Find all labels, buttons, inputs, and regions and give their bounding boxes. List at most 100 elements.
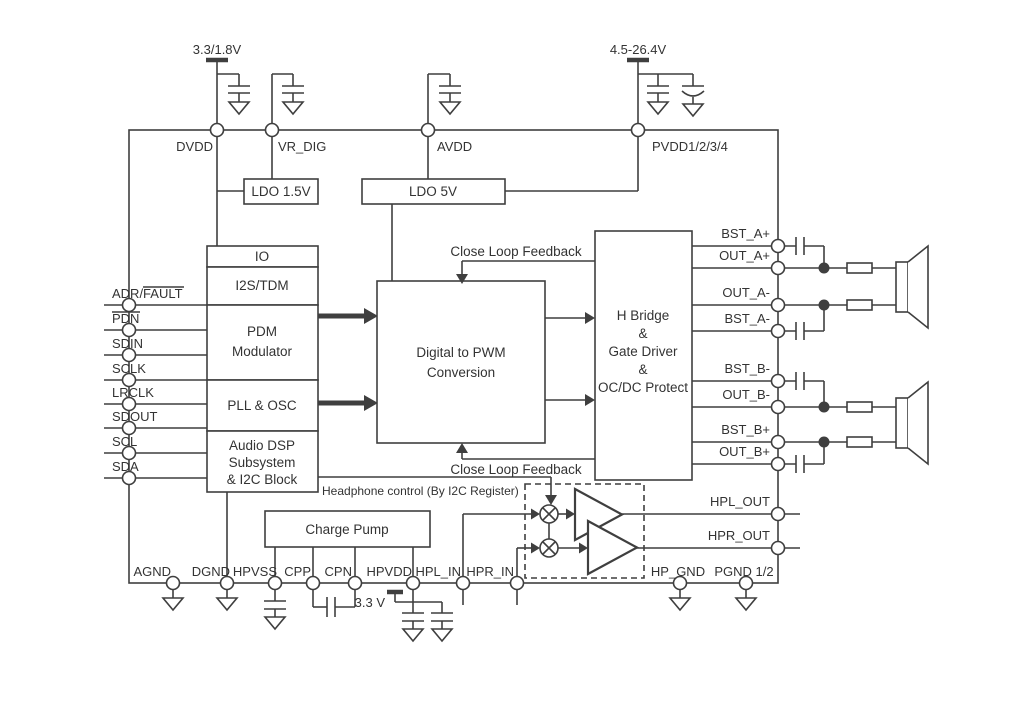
top-pin-circles — [209, 122, 646, 138]
capacitor-icon — [647, 85, 669, 94]
pin-label-cpp: CPP — [284, 564, 311, 579]
hp-amp-dashed-box — [524, 483, 645, 579]
pin-label-hpr-in: HPR_IN — [466, 564, 514, 579]
resistor-icon — [846, 436, 873, 448]
speaker-icon — [907, 380, 929, 466]
ground-icon — [227, 101, 251, 116]
cpp-cpn-flycap — [312, 589, 356, 617]
resistor-icon — [846, 401, 873, 413]
pin-label-scl: SCL — [112, 434, 137, 449]
pin-label-avdd: AVDD — [437, 139, 472, 154]
pin-label-hpvss: HPVSS — [233, 564, 277, 579]
digital-supply-rail — [206, 57, 251, 130]
bootstrap-cap-b-minus — [795, 372, 825, 407]
dsp-block-label-1: Audio DSP — [229, 438, 295, 453]
ground-icon — [668, 597, 692, 612]
feedback-top-label: Close Loop Feedback — [450, 244, 582, 259]
ground-icon — [646, 101, 670, 116]
pin-label-cpn: CPN — [325, 564, 352, 579]
pwm-output-arrows — [545, 312, 595, 406]
pin-label-out-b-minus: OUT_B- — [722, 387, 770, 402]
avdd-decoupling — [427, 73, 462, 130]
arrow-icon — [585, 394, 595, 406]
bootstrap-cap-a-plus — [795, 237, 825, 268]
arrow-icon — [545, 495, 557, 505]
speaker-b-network — [846, 380, 929, 466]
agnd-ground — [161, 589, 185, 612]
dsp-block-label-3: & I2C Block — [227, 472, 298, 487]
pin-label-bst-a-plus: BST_A+ — [721, 226, 770, 241]
hp-amp-arrows — [558, 508, 588, 554]
pin-label-hpvdd: HPVDD — [366, 564, 412, 579]
pdm-block-label-1: PDM — [247, 324, 277, 339]
pin-label-hp-gnd: HP_GND — [651, 564, 705, 579]
bootstrap-cap-a-minus — [795, 305, 825, 340]
digital-block-stack — [206, 245, 319, 493]
ground-icon — [430, 628, 454, 643]
hp-control-note: Headphone control (By I2C Register) — [322, 484, 519, 498]
output-pin-circles — [770, 238, 786, 472]
left-pin-circles — [121, 297, 137, 486]
hpvdd-supply — [387, 589, 454, 643]
hp-control-path — [318, 476, 557, 505]
hbridge-label-3: Gate Driver — [608, 344, 678, 359]
pin-label-out-b-plus: OUT_B+ — [719, 444, 770, 459]
h-bridge-block — [594, 230, 693, 481]
feedback-path-top — [456, 260, 595, 284]
junction-dots — [818, 262, 830, 448]
hbridge-label-1: H Bridge — [617, 308, 670, 323]
charge-pump-block — [264, 510, 431, 548]
pin-label-out-a-minus: OUT_A- — [722, 285, 770, 300]
pin-label-sdin: SDIN — [112, 336, 143, 351]
pin-label-agnd: AGND — [133, 564, 171, 579]
pin-label-bst-b-minus: BST_B- — [724, 361, 770, 376]
arrow-icon — [364, 395, 378, 411]
hpvss-cap — [263, 589, 287, 631]
ground-icon — [438, 101, 462, 116]
arrow-icon — [531, 508, 540, 520]
pin-label-sclk: SCLK — [112, 361, 146, 376]
capacitor-icon — [282, 85, 304, 94]
polarized-capacitor-icon — [681, 85, 705, 97]
pin-label-bst-a-minus: BST_A- — [724, 311, 770, 326]
ground-icon — [161, 597, 185, 612]
hpr-out-pin — [770, 540, 786, 556]
pgnd-ground — [734, 589, 758, 612]
arrow-icon — [531, 542, 540, 554]
resistor-icon — [846, 299, 873, 311]
pin-label-adr-fault: ADR/FAULT — [112, 286, 183, 301]
feedback-bottom-label: Close Loop Feedback — [450, 462, 582, 477]
ground-icon — [401, 628, 425, 643]
ground-icon — [281, 101, 305, 116]
hbridge-label-4: & — [638, 362, 647, 377]
ldo-5v-label: LDO 5V — [409, 184, 457, 199]
pvdd-supply-rail — [627, 57, 705, 130]
bottom-pin-circles — [165, 575, 754, 591]
digital-rail-label: 3.3/1.8V — [193, 42, 242, 57]
pin-label-sdout: SDOUT — [112, 409, 158, 424]
pin-label-dvdd: DVDD — [176, 139, 213, 154]
resistor-icon — [846, 262, 873, 274]
pin-label-sda: SDA — [112, 459, 139, 474]
ldo-1v5-block — [243, 178, 319, 205]
i2s-tdm-block-label: I2S/TDM — [235, 278, 288, 293]
bootstrap-cap-b-plus — [795, 442, 825, 473]
data-bus-arrows — [318, 308, 378, 411]
left-pin-wires — [104, 304, 207, 479]
ground-icon — [215, 597, 239, 612]
pin-label-hpr-out: HPR_OUT — [708, 528, 770, 543]
hbridge-label-5: OC/DC Protect — [598, 380, 688, 395]
pin-label-pdn: PDN — [112, 311, 139, 326]
pin-label-lrclk: LRCLK — [112, 385, 154, 400]
capacitor-icon — [228, 85, 250, 94]
feedback-path-bottom — [456, 443, 595, 460]
io-block-label: IO — [255, 249, 269, 264]
pwm-conversion-block — [376, 280, 546, 444]
pin-label-bst-b-plus: BST_B+ — [721, 422, 770, 437]
capacitor-icon — [439, 85, 461, 94]
hbridge-label-2: & — [638, 326, 647, 341]
hpl-out-pin — [770, 506, 786, 522]
ground-icon — [734, 597, 758, 612]
pll-osc-block — [206, 379, 319, 432]
